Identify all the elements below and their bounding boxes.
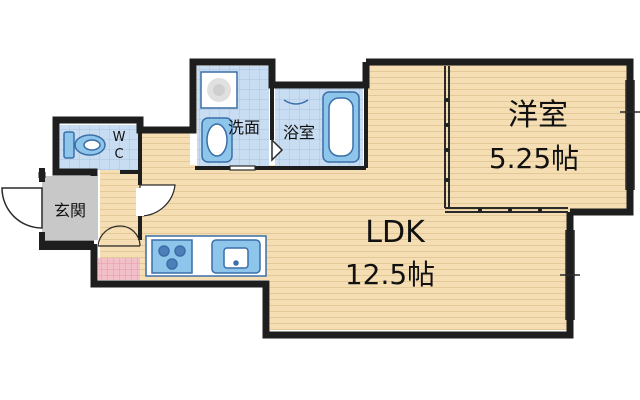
shower-icon: [283, 99, 309, 105]
western-room-partition: [444, 66, 568, 213]
western-room-size: 5.25帖: [489, 142, 579, 175]
ldk-door[interactable]: [136, 184, 176, 217]
entrance-door[interactable]: [1, 187, 43, 229]
wash-door[interactable]: [229, 165, 256, 171]
washbasin-icon: [201, 117, 233, 163]
bath-room-label: 浴室: [283, 123, 315, 142]
partition-hinges: [445, 98, 542, 212]
shoe-area: [98, 258, 140, 280]
washing-machine-icon: [200, 71, 238, 109]
bathtub-icon: [322, 91, 360, 163]
bath-door[interactable]: [271, 138, 284, 162]
windows: [560, 80, 640, 320]
hall-door[interactable]: [97, 225, 141, 247]
inner-walls: [58, 85, 368, 240]
wc-label-c: C: [114, 147, 123, 162]
entrance-walls: [39, 168, 97, 250]
entrance-floor: [42, 176, 98, 240]
ldk-size: 12.5帖: [345, 258, 435, 291]
ldk-name: LDK: [365, 215, 426, 250]
entrance-label: 玄関: [54, 201, 86, 220]
kitchen-sink-icon: [211, 239, 261, 274]
wc-label-w: W: [113, 130, 126, 145]
toilet-icon: [63, 131, 106, 159]
western-room-name: 洋室: [508, 98, 568, 133]
wash-room-label: 洗面: [228, 118, 260, 137]
stove-icon: [151, 239, 193, 274]
